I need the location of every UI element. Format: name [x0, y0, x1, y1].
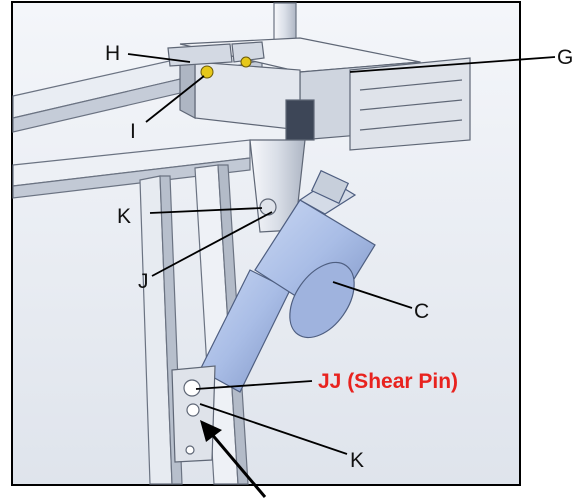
callout-k-upper: K [117, 205, 131, 228]
callout-jj-shear-pin: JJ (Shear Pin) [318, 370, 458, 393]
callout-g: G [557, 46, 573, 69]
callout-j: J [138, 270, 149, 293]
nut-upper [240, 56, 252, 68]
actuator-c [199, 169, 376, 393]
nut-i [200, 65, 214, 79]
frame-structure [12, 2, 297, 485]
lower-bracket [171, 365, 216, 463]
callout-i: I [130, 120, 136, 143]
callout-c: C [414, 300, 429, 323]
leader-lines [127, 53, 556, 455]
callout-h: H [105, 42, 120, 65]
bottom-arrow-shaft [208, 431, 267, 498]
bottom-arrow-head [200, 420, 222, 442]
square-tube [179, 57, 315, 141]
pivot-k-upper [259, 198, 277, 216]
callout-k-lower: K [350, 449, 364, 472]
